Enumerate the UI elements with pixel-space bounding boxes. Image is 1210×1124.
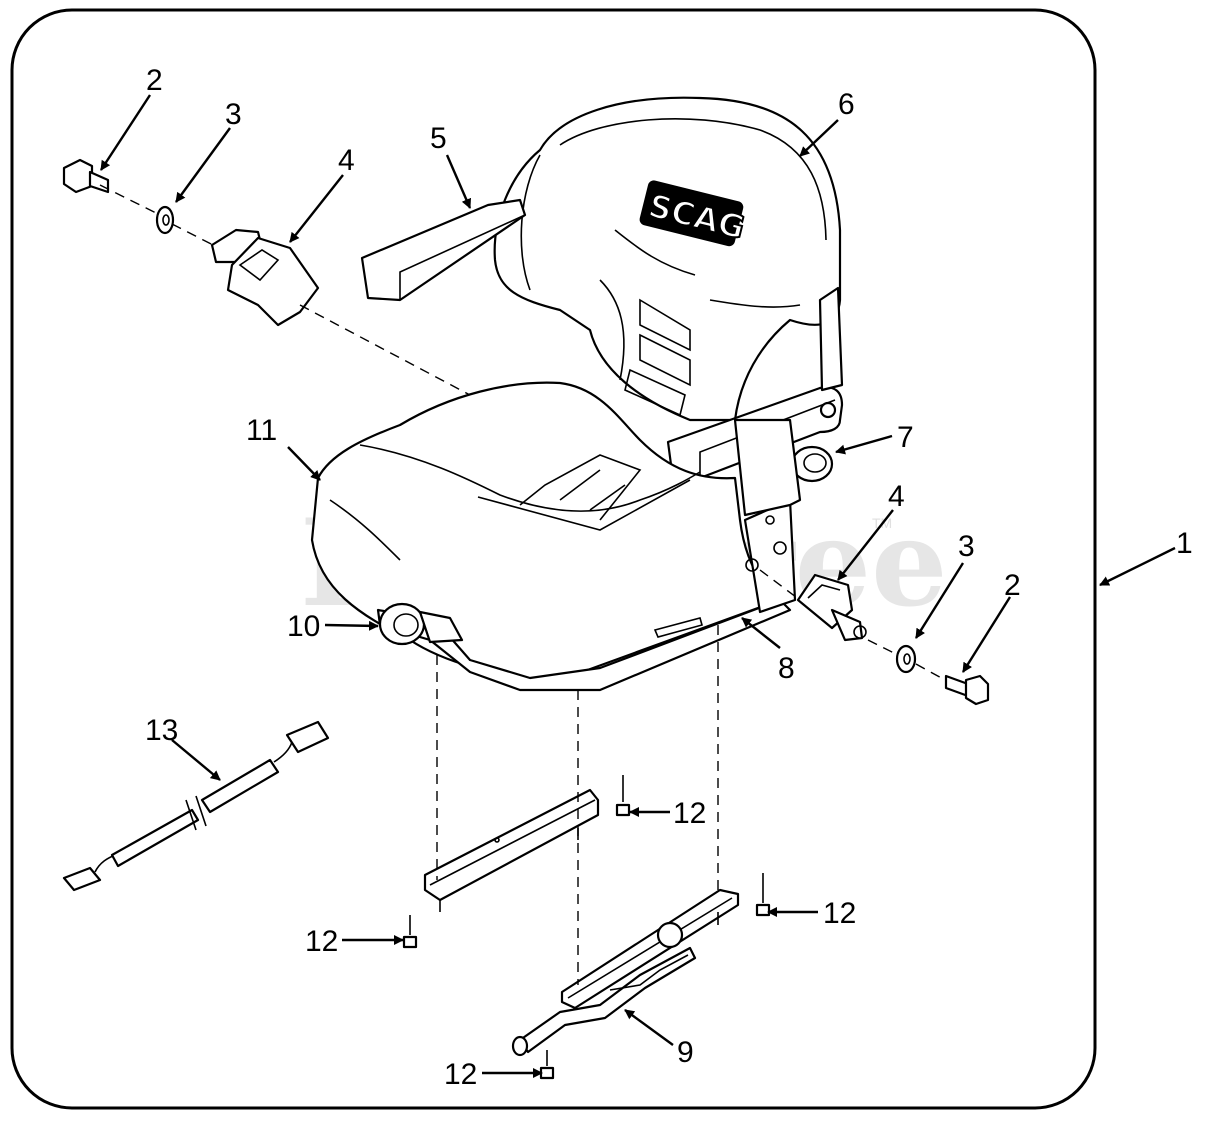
washer-left	[155, 205, 175, 235]
callout-13: 13	[145, 714, 178, 747]
callout-2-left: 2	[146, 64, 163, 97]
armrest-left	[360, 198, 527, 302]
slide-rail-right	[560, 888, 740, 1010]
adjust-knob-10	[378, 602, 464, 646]
callout-4-left: 4	[338, 144, 355, 177]
callout-12-d: 12	[444, 1058, 477, 1091]
seat-side-bracket	[733, 418, 802, 614]
screw-12d	[539, 1050, 555, 1080]
callout-12-c: 12	[823, 897, 856, 930]
assembly-frame	[10, 8, 1097, 1110]
callout-9: 9	[677, 1036, 694, 1069]
screw-12c	[755, 873, 771, 917]
slide-adjust-lever	[511, 921, 697, 1057]
screw-12b	[402, 915, 418, 949]
seat-belt-buckle-right	[796, 573, 867, 642]
seat-back	[493, 96, 842, 422]
callout-12-b: 12	[305, 925, 338, 958]
bolt-right	[944, 674, 990, 706]
bolt-left	[62, 158, 110, 194]
callout-3-left: 3	[225, 98, 242, 131]
callout-10: 10	[287, 610, 320, 643]
callout-3-right: 3	[958, 530, 975, 563]
callout-4-right: 4	[888, 480, 905, 513]
wire-harness	[62, 720, 330, 892]
callout-7: 7	[897, 421, 914, 454]
callout-11: 11	[246, 414, 277, 447]
callout-12-a: 12	[673, 797, 706, 830]
seat-cushion	[310, 381, 782, 682]
callout-2-right: 2	[1004, 569, 1021, 602]
callout-6: 6	[838, 88, 855, 121]
seat-belt-buckle-left	[210, 228, 320, 327]
callout-arrows	[99, 94, 1176, 1078]
washer-right	[895, 644, 917, 674]
screw-12a	[615, 775, 631, 817]
callout-5: 5	[430, 122, 447, 155]
callout-8: 8	[778, 652, 795, 685]
callout-1: 1	[1176, 527, 1193, 560]
slide-rail-left	[423, 788, 600, 912]
